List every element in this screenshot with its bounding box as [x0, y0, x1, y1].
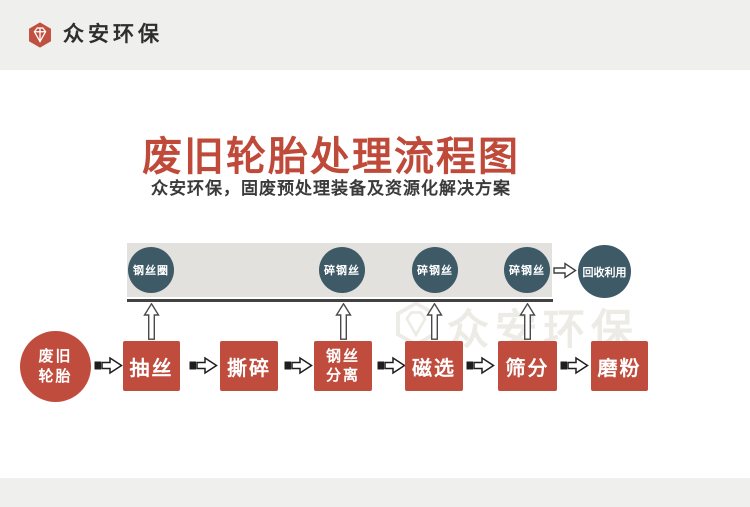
step-box-wire-separation: 钢丝 分离: [314, 341, 372, 391]
step-box-wire-drawing: 抽丝: [123, 341, 180, 391]
step-label-line1: 钢丝: [325, 348, 360, 365]
up-arrow-icon: [519, 302, 536, 345]
step-label: 撕碎: [227, 357, 271, 380]
footer-strip: [0, 478, 750, 507]
step-box-screening: 筛分: [498, 341, 557, 391]
page-title: 废旧轮胎处理流程图: [142, 135, 520, 179]
byproduct-node-scrap-wire-2: 碎钢丝: [412, 247, 458, 293]
site-header: 众安环保: [0, 0, 750, 70]
flow-arrow-icon: [94, 356, 123, 380]
step-label: 磁选: [412, 357, 456, 380]
up-arrow-icon: [426, 302, 443, 345]
page-subtitle: 众安环保，固废预处理装备及资源化解决方案: [151, 179, 511, 198]
step-box-magnetic-separation: 磁选: [405, 341, 463, 391]
source-node-line2: 轮胎: [38, 367, 73, 385]
flow-arrow-icon: [377, 356, 406, 380]
flow-arrow-icon: [189, 356, 218, 380]
step-label-line2: 分离: [325, 367, 360, 384]
byproduct-baseline: [127, 299, 553, 302]
source-node-waste-tire: 废旧 轮胎: [20, 331, 91, 402]
flow-arrow-icon: [466, 356, 495, 380]
recycle-node: 回收利用: [578, 245, 631, 298]
right-arrow-icon: [553, 262, 577, 284]
byproduct-node-scrap-wire-1: 碎钢丝: [319, 247, 365, 293]
logo[interactable]: 众安环保: [26, 21, 163, 49]
byproduct-node-steel-ring: 钢丝圈: [128, 247, 174, 293]
step-label: 筛分: [505, 357, 550, 380]
gem-hexagon-logo-icon: [26, 21, 54, 49]
step-label: 抽丝: [129, 357, 174, 380]
step-box-shredding: 撕碎: [220, 341, 278, 391]
source-node-line1: 废旧: [38, 347, 73, 365]
up-arrow-icon: [335, 302, 352, 345]
logo-text: 众安环保: [63, 23, 163, 46]
byproduct-node-scrap-wire-3: 碎钢丝: [504, 247, 550, 293]
flow-arrow-icon: [284, 356, 313, 380]
up-arrow-icon: [143, 302, 160, 345]
step-label: 磨粉: [597, 357, 642, 380]
step-box-grinding: 磨粉: [591, 341, 648, 391]
flow-arrow-icon: [560, 356, 589, 380]
